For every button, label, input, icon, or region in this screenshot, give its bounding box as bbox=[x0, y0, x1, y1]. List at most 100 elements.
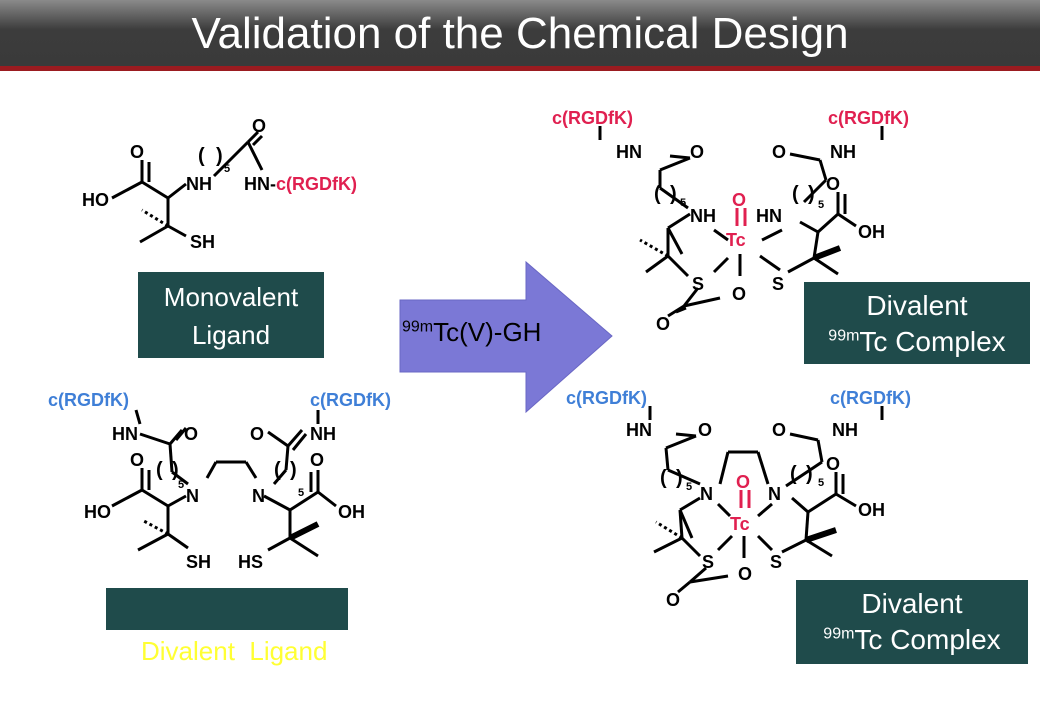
repeat-paren: ( bbox=[198, 145, 205, 167]
atom-hn: HN bbox=[626, 420, 652, 440]
isotope-superscript: 99m bbox=[828, 327, 860, 345]
atom-nh: NH bbox=[832, 420, 858, 440]
atom-o: O bbox=[184, 424, 198, 444]
atom-hn: HN bbox=[244, 174, 270, 194]
peptide-label: c(RGDfK) bbox=[552, 108, 633, 128]
atom-s: S bbox=[702, 552, 714, 572]
label-line: Divalent bbox=[866, 290, 968, 321]
atom-s: S bbox=[772, 274, 784, 294]
atom-o: O bbox=[772, 420, 786, 440]
monovalent-ligand-label: Monovalent Ligand bbox=[138, 272, 324, 358]
repeat-paren: ) bbox=[670, 183, 677, 205]
atom-sh: SH bbox=[190, 232, 215, 252]
repeat-count: 5 bbox=[818, 477, 824, 489]
repeat-count: 5 bbox=[298, 487, 304, 499]
divalent-complex-label-top: Divalent 99mTc Complex bbox=[804, 282, 1030, 364]
repeat-paren: ( bbox=[790, 463, 797, 485]
label-text: Tc Complex bbox=[859, 326, 1006, 357]
title-accent-line bbox=[0, 66, 1040, 71]
atom-o: O bbox=[738, 564, 752, 584]
atom-o: O bbox=[826, 174, 840, 194]
repeat-count: 5 bbox=[680, 197, 686, 209]
atom-sh: SH bbox=[186, 552, 211, 572]
peptide-label: c(RGDfK) bbox=[566, 388, 647, 408]
atom-o: O bbox=[772, 142, 786, 162]
reagent-text: Tc(V)-GH bbox=[433, 317, 542, 347]
atom-nh: NH bbox=[186, 174, 212, 194]
atom-o: O bbox=[130, 450, 144, 470]
atom-o: O bbox=[690, 142, 704, 162]
isotope-superscript: 99m bbox=[823, 625, 855, 643]
repeat-paren: ( bbox=[660, 467, 667, 489]
repeat-paren: ) bbox=[806, 463, 813, 485]
atom-nh: NH bbox=[310, 424, 336, 444]
monovalent-ligand-structure bbox=[111, 130, 264, 244]
atom-o: O bbox=[130, 142, 144, 162]
repeat-paren: ( bbox=[156, 459, 163, 481]
repeat-paren: ) bbox=[172, 459, 179, 481]
repeat-paren: ( bbox=[792, 183, 799, 205]
atom-o: O bbox=[252, 116, 266, 136]
isotope-superscript: 99m bbox=[402, 318, 434, 336]
repeat-paren: ) bbox=[290, 459, 297, 481]
atom-hs: HS bbox=[238, 552, 263, 572]
repeat-paren: ) bbox=[676, 467, 683, 489]
atom-peptide-link: -c(RGDfK) bbox=[270, 174, 357, 194]
atom-nh: NH bbox=[690, 206, 716, 226]
repeat-count: 5 bbox=[686, 481, 692, 493]
divalent-ligand-label: Divalent Ligand bbox=[106, 588, 348, 666]
atom-hn: HN bbox=[616, 142, 642, 162]
peptide-label: c(RGDfK) bbox=[310, 390, 391, 410]
divalent-ligand-structure bbox=[111, 409, 337, 558]
slide-title: Validation of the Chemical Design bbox=[191, 9, 849, 58]
divalent-complex-label-bottom: Divalent 99mTc Complex bbox=[796, 580, 1028, 664]
atom-oxo: O bbox=[732, 190, 746, 210]
atom-o: O bbox=[732, 284, 746, 304]
atom-n: N bbox=[768, 484, 781, 504]
atom-oh: OH bbox=[858, 222, 885, 242]
atom-oh: OH bbox=[858, 500, 885, 520]
metal-tc: Tc bbox=[730, 514, 750, 534]
arrow-reagent-label: 99mTc(V)-GH bbox=[402, 314, 582, 350]
atom-n: N bbox=[700, 484, 713, 504]
divalent-complex-structure-top bbox=[598, 126, 884, 318]
peptide-label: c(RGDfK) bbox=[48, 390, 129, 410]
repeat-paren: ( bbox=[654, 183, 661, 205]
peptide-label: c(RGDfK) bbox=[828, 108, 909, 128]
repeat-count: 5 bbox=[818, 199, 824, 211]
repeat-count: 5 bbox=[224, 163, 230, 175]
label-line: Divalent Ligand bbox=[140, 636, 328, 666]
divalent-complex-structure-bottom bbox=[648, 406, 884, 594]
atom-o: O bbox=[656, 314, 670, 334]
atom-nh: NH bbox=[830, 142, 856, 162]
label-text: Tc Complex bbox=[854, 624, 1001, 655]
atom-o: O bbox=[310, 450, 324, 470]
reaction-arrow bbox=[399, 260, 613, 414]
repeat-paren: ) bbox=[216, 145, 223, 167]
label-line: Ligand bbox=[191, 320, 271, 350]
atom-o: O bbox=[826, 454, 840, 474]
atom-ho: HO bbox=[82, 190, 109, 210]
label-line: 99mTc Complex bbox=[804, 324, 1030, 360]
repeat-count: 5 bbox=[178, 479, 184, 491]
atom-o: O bbox=[250, 424, 264, 444]
repeat-paren: ( bbox=[274, 459, 281, 481]
atom-n: N bbox=[252, 486, 265, 506]
title-bar bbox=[0, 0, 1040, 66]
atom-oxo: O bbox=[736, 472, 750, 492]
repeat-paren: ) bbox=[808, 183, 815, 205]
atom-ho: HO bbox=[84, 502, 111, 522]
label-line: Monovalent bbox=[163, 282, 299, 312]
atom-hn: HN bbox=[756, 206, 782, 226]
atom-s: S bbox=[770, 552, 782, 572]
peptide-label: c(RGDfK) bbox=[830, 388, 911, 408]
atom-oh: OH bbox=[338, 502, 365, 522]
atom-hn: HN bbox=[112, 424, 138, 444]
label-line: 99mTc Complex bbox=[796, 622, 1028, 658]
atom-n: N bbox=[186, 486, 199, 506]
atom-o: O bbox=[666, 590, 680, 610]
atom-o: O bbox=[698, 420, 712, 440]
metal-tc: Tc bbox=[726, 230, 746, 250]
atom-s: S bbox=[692, 274, 704, 294]
